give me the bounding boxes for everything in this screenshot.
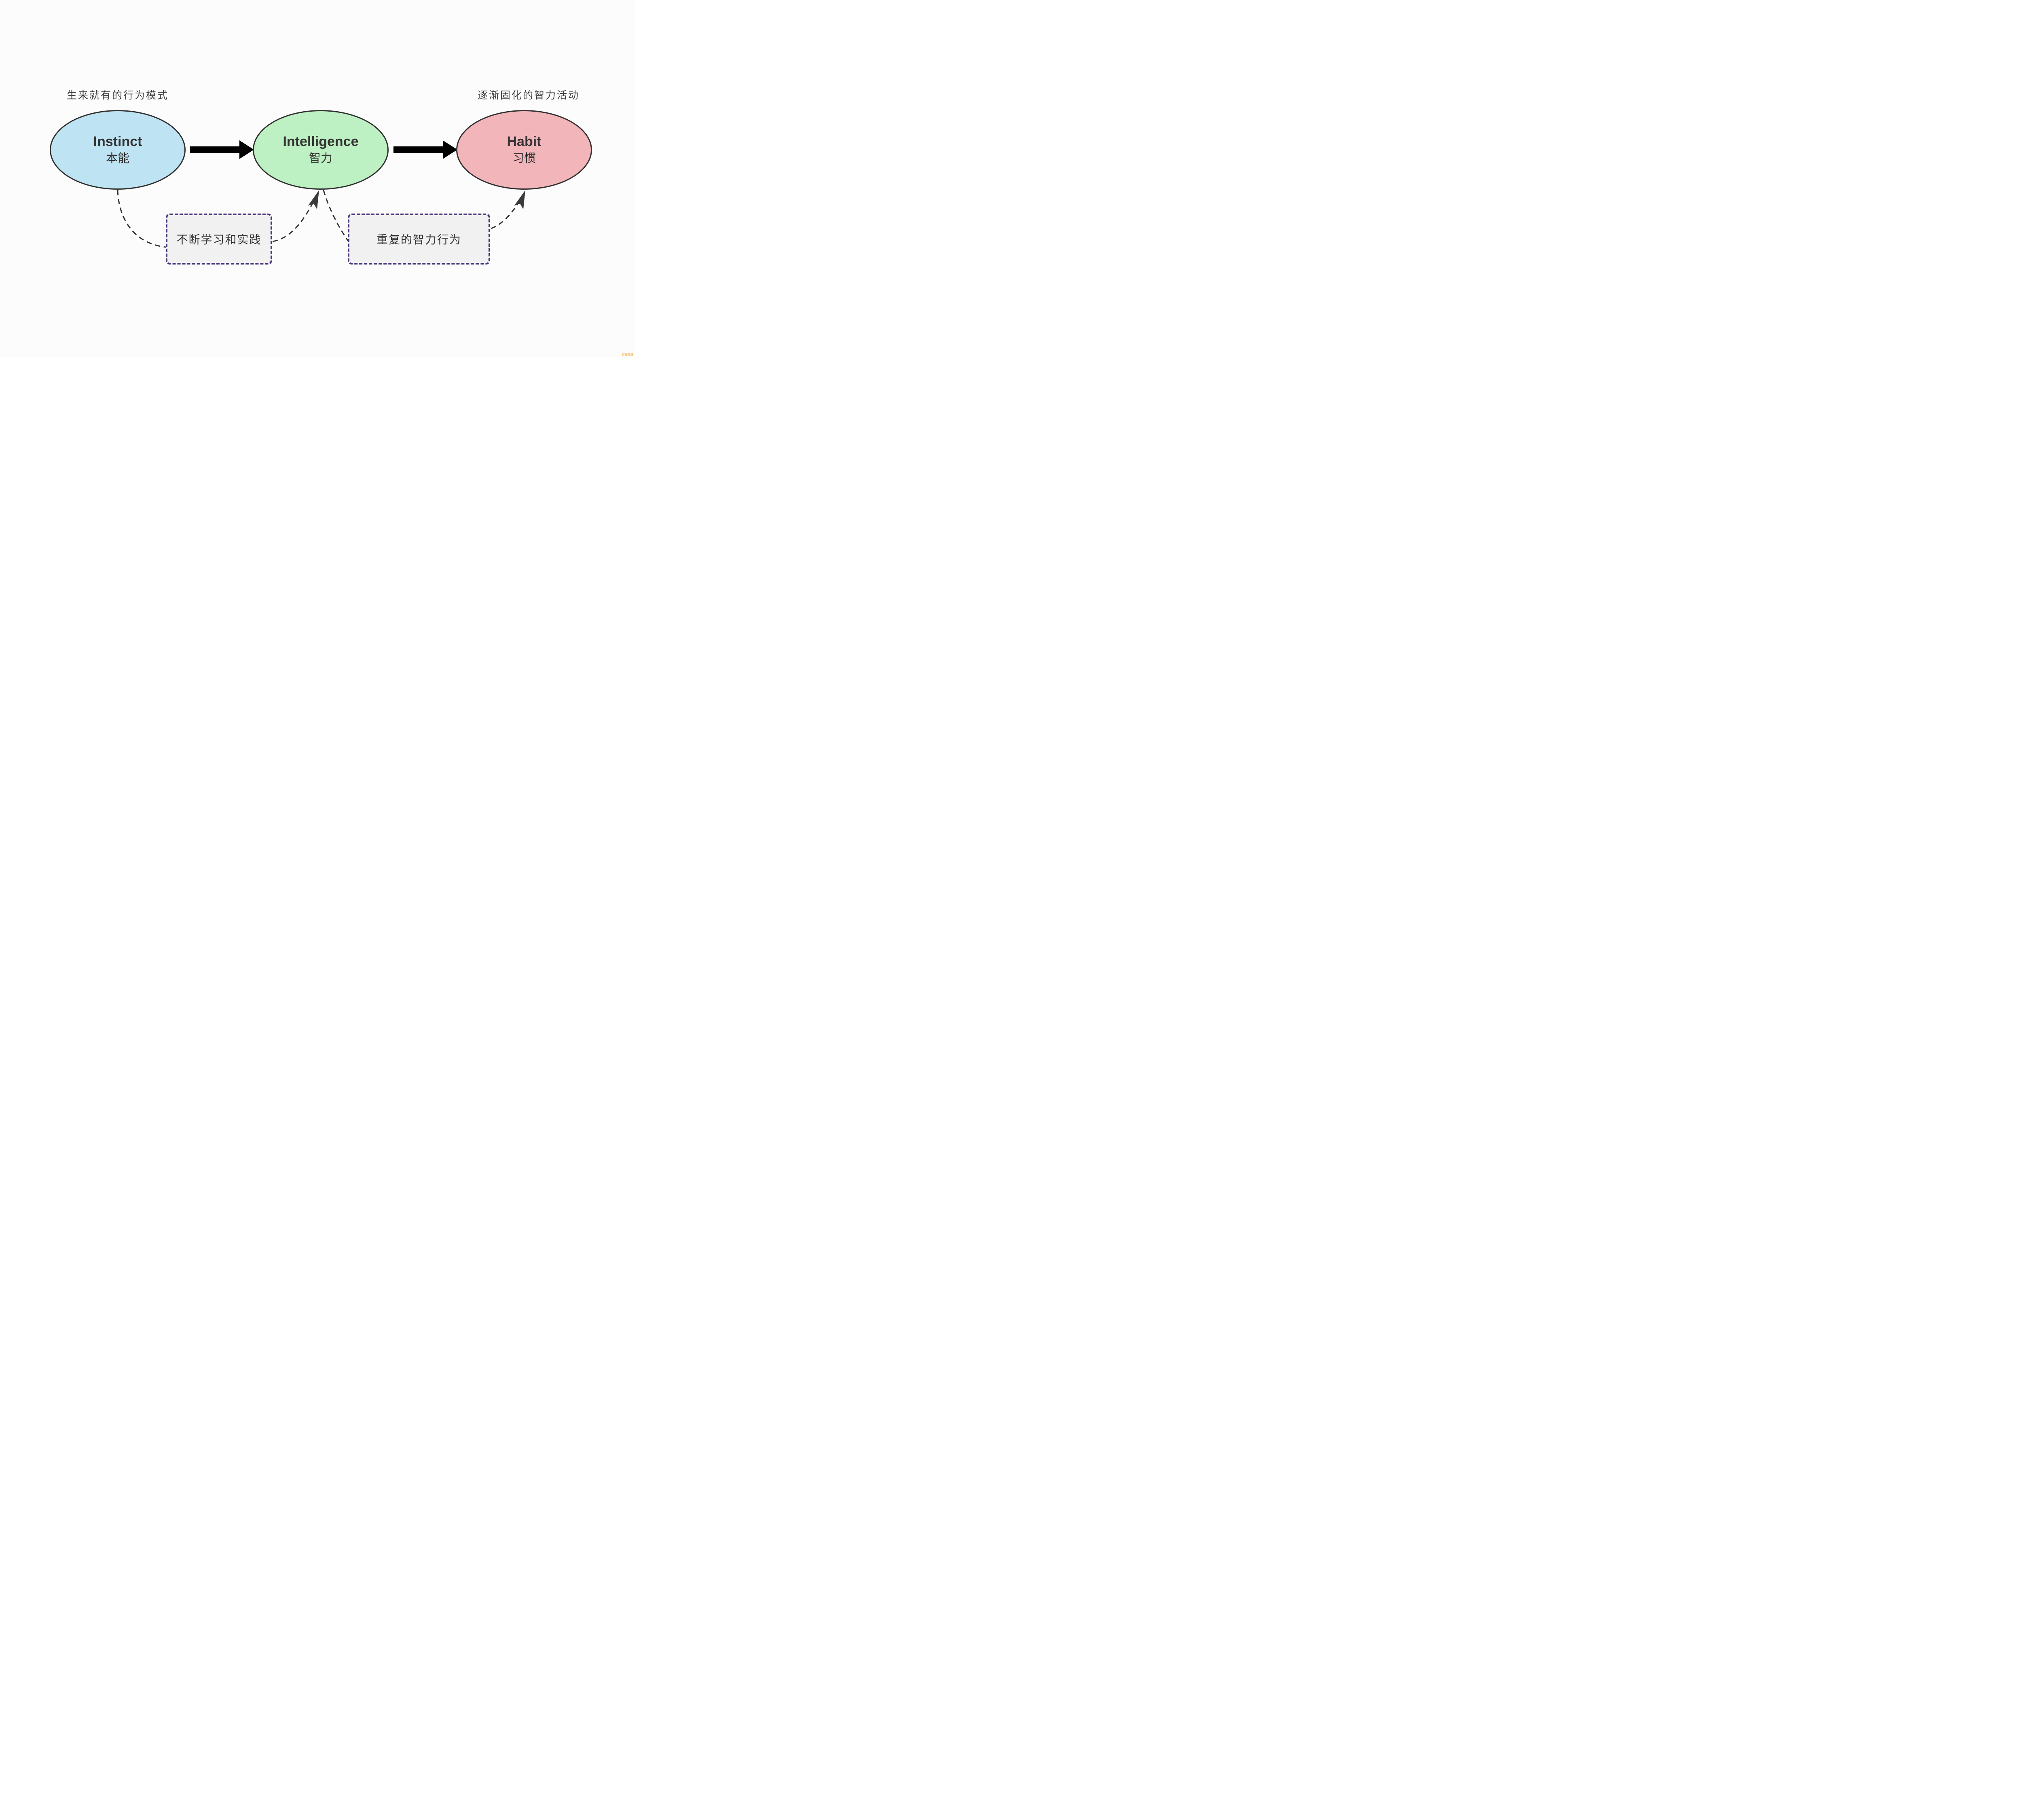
diagram-canvas: 生来就有的行为模式 逐渐固化的智力活动 Instinct 本能 Intellig… — [0, 0, 634, 357]
dashed-link-learning-to-intelligence — [272, 197, 316, 242]
node-intelligence-subtitle: 智力 — [309, 152, 332, 165]
node-instinct-subtitle: 本能 — [106, 152, 129, 165]
dashed-link-instinct-to-learning — [117, 190, 166, 248]
note-box-repetition: 重复的智力行为 — [348, 214, 490, 265]
connector-layer — [117, 140, 525, 248]
node-habit: Habit 习惯 — [456, 110, 592, 190]
annotation-instinct: 生来就有的行为模式 — [67, 90, 169, 101]
arrowhead-into-habit — [514, 190, 525, 210]
node-habit-subtitle: 习惯 — [512, 152, 536, 165]
arrow-intelligence-to-habit — [393, 140, 457, 159]
node-habit-title: Habit — [507, 134, 541, 150]
annotation-habit: 逐渐固化的智力活动 — [478, 90, 580, 101]
node-instinct-title: Instinct — [93, 134, 142, 150]
watermark-baidu-zhidao: 百度知道 — [622, 353, 633, 356]
note-learning-label: 不断学习和实践 — [176, 233, 262, 246]
note-box-learning: 不断学习和实践 — [166, 214, 272, 265]
arrowhead-into-intelligence — [308, 190, 319, 210]
dashed-link-intelligence-to-repetition — [323, 190, 349, 241]
node-intelligence-title: Intelligence — [283, 134, 359, 150]
node-instinct: Instinct 本能 — [50, 110, 186, 190]
note-repetition-label: 重复的智力行为 — [376, 233, 461, 246]
arrow-instinct-to-intelligence — [190, 140, 254, 159]
node-intelligence: Intelligence 智力 — [253, 110, 389, 190]
